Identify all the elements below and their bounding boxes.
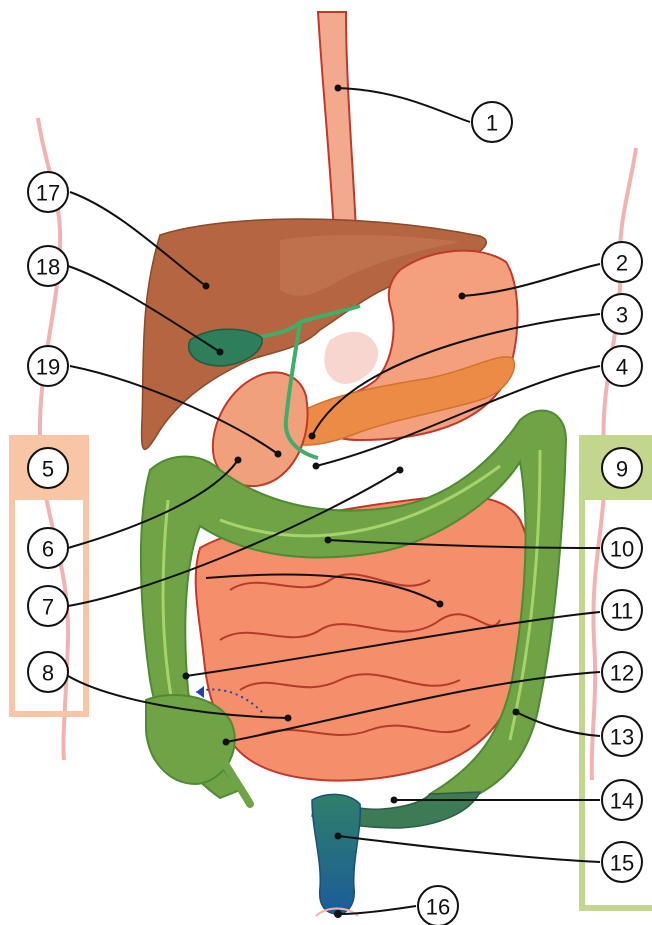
label-9: 9 (616, 457, 628, 482)
label-3: 3 (616, 303, 628, 328)
label-12: 12 (610, 661, 634, 686)
leader-line-1 (338, 88, 470, 122)
label-14: 14 (610, 789, 634, 814)
label-1: 1 (486, 111, 498, 136)
label-8: 8 (42, 661, 54, 686)
appendix-flow-arrowhead (196, 686, 204, 698)
rectum (312, 794, 360, 914)
stomach-inner (324, 332, 378, 384)
label-10: 10 (610, 537, 634, 562)
label-18: 18 (36, 255, 60, 280)
leader-line-15 (338, 836, 600, 862)
label-16: 16 (426, 895, 450, 920)
label-17: 17 (36, 181, 60, 206)
esophagus (318, 12, 356, 232)
label-13: 13 (610, 725, 634, 750)
label-5: 5 (42, 457, 54, 482)
label-19: 19 (36, 355, 60, 380)
gallbladder (189, 329, 262, 366)
callouts (49, 88, 600, 914)
label-15: 15 (610, 851, 634, 876)
label-4: 4 (616, 355, 628, 380)
label-11: 11 (611, 599, 634, 624)
label-7: 7 (42, 595, 54, 620)
duodenum (213, 372, 308, 486)
label-2: 2 (616, 251, 628, 276)
label-6: 6 (42, 537, 54, 562)
